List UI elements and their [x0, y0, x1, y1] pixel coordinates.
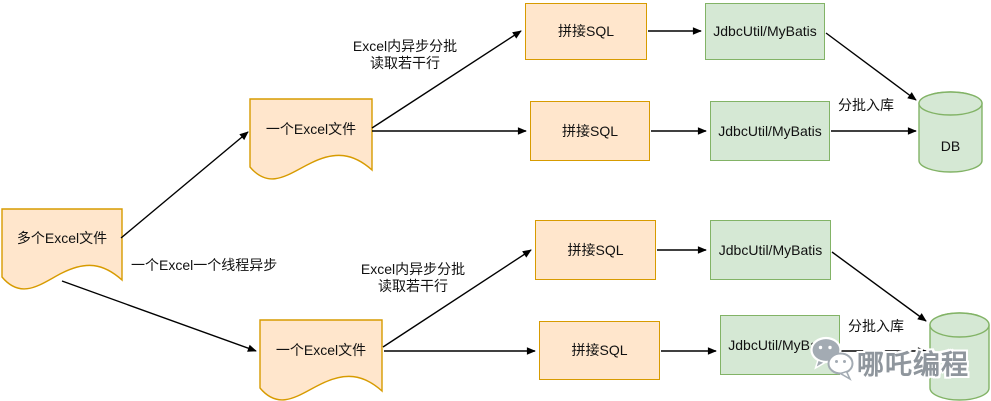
edge-label-batch-insert-top: 分批入库 [838, 97, 894, 113]
wechat-icon [810, 336, 854, 381]
arrow-jdbc3-to-db-bottom [831, 251, 927, 322]
edge-label-batch-read-top: Excel内异步分批 读取若干行 [352, 38, 458, 71]
edge-label-batch-read-bottom: Excel内异步分批 读取若干行 [360, 261, 466, 294]
arrow-excel-bottom-to-sql3 [382, 249, 532, 348]
process-node-sql-bottom1: 拼接SQL [535, 220, 656, 280]
arrow-excel-top-to-sql1 [371, 30, 522, 129]
process-node-jdbc-bottom1: JdbcUtil/MyBatis [710, 220, 831, 280]
watermark-text: 哪吒编程 [857, 350, 969, 380]
process-node-sql-top2: 拼接SQL [530, 101, 650, 161]
process-node-jdbc-top1: JdbcUtil/MyBatis [705, 3, 825, 60]
arrow-multi-to-excel-top [120, 131, 249, 239]
document-node-multi-excel: 多个Excel文件 [16, 229, 108, 246]
process-node-sql-bottom2: 拼接SQL [539, 321, 660, 380]
database-cylinder-top [918, 91, 983, 173]
database-node-bottom-label: DB [949, 353, 970, 370]
database-node-top-label: DB [940, 137, 961, 154]
document-node-one-excel-top: 一个Excel文件 [265, 120, 357, 137]
document-shape-one-excel-bottom [259, 319, 383, 401]
edge-label-batch-insert-bottom: 分批入库 [848, 318, 904, 334]
process-node-sql-top1: 拼接SQL [525, 3, 647, 60]
document-shape-one-excel-top [249, 98, 373, 180]
database-cylinder-bottom [929, 312, 990, 401]
process-node-jdbc-top2: JdbcUtil/MyBatis [710, 101, 830, 161]
document-shape-multi-excel [1, 208, 123, 290]
edge-label-one-thread-per-excel: 一个Excel一个线程异步 [131, 257, 278, 273]
watermark: 哪吒编程 [809, 335, 969, 382]
document-node-one-excel-bottom: 一个Excel文件 [275, 341, 367, 358]
arrow-multi-to-excel-bottom [61, 280, 257, 352]
arrow-jdbc1-to-db-top [825, 32, 917, 101]
